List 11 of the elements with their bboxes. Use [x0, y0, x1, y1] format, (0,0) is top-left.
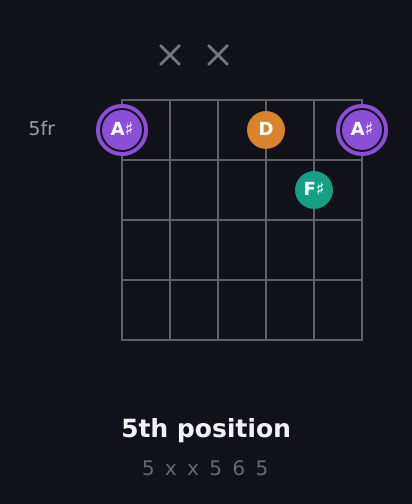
note-name: F♯ — [303, 181, 324, 199]
fingering-caption: 5 x x 5 6 5 — [142, 456, 270, 480]
note-name: A♯ — [110, 121, 134, 139]
note-dot — [247, 111, 285, 149]
note-name: D — [258, 121, 274, 139]
chord-title: 5th position — [121, 414, 291, 444]
root-note-dot — [336, 104, 388, 156]
note-name: A♯ — [350, 121, 374, 139]
fret-number: 5fr — [28, 120, 55, 139]
root-note-dot — [96, 104, 148, 156]
note-dot — [295, 171, 333, 209]
